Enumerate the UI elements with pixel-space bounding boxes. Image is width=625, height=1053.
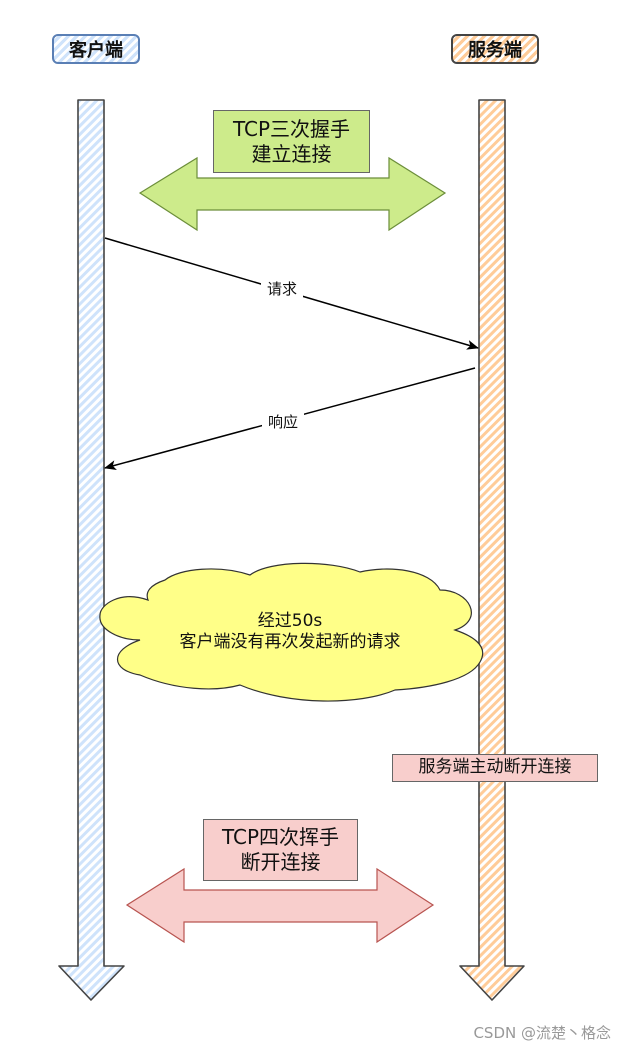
client-lifeline: [58, 99, 125, 1001]
idle-note-description: 客户端没有再次发起新的请求: [179, 632, 401, 652]
watermark: CSDN @流楚丶格念: [473, 1024, 611, 1042]
handshake-double-arrow: [138, 156, 447, 232]
idle-note: 经过50s 客户端没有再次发起新的请求: [120, 605, 460, 659]
handshake-title: TCP三次握手: [232, 116, 351, 141]
server-actor-label: 服务端: [451, 34, 539, 64]
idle-cloud: [99, 562, 484, 702]
teardown-double-arrow: [125, 867, 435, 944]
request-label: 请求: [261, 278, 303, 300]
response-label: 响应: [262, 411, 304, 433]
teardown-subtitle: 断开连接: [240, 850, 321, 874]
client-actor-label: 客户端: [52, 34, 140, 64]
teardown-label-box: TCP四次挥手 断开连接: [203, 819, 358, 881]
idle-note-duration: 经过50s: [257, 610, 323, 631]
handshake-subtitle: 建立连接: [251, 141, 332, 166]
server-lifeline: [459, 99, 525, 1001]
server-close-note: 服务端主动断开连接: [392, 754, 598, 782]
teardown-title: TCP四次挥手: [221, 825, 340, 849]
handshake-label-box: TCP三次握手 建立连接: [213, 110, 370, 173]
